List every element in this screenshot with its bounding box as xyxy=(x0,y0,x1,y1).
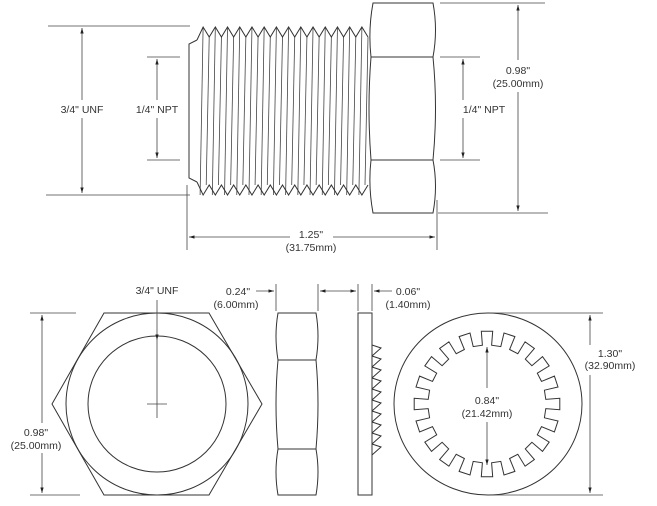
lock-washer-side xyxy=(357,312,382,496)
thread-chamfer xyxy=(188,39,198,183)
thread-crest xyxy=(334,26,338,196)
washer-tooth xyxy=(371,344,382,357)
thread-crest xyxy=(358,26,363,196)
dim-thread-major: 3/4" UNF xyxy=(46,25,190,196)
thread-root xyxy=(218,36,222,186)
dim-length: 1.25" (31.75mm) xyxy=(186,185,438,254)
hex-height-in: 0.98" xyxy=(506,65,530,77)
thread-root xyxy=(291,36,296,186)
dim-washer-thickness: 0.06" (1.40mm) xyxy=(338,284,430,311)
thread-crest xyxy=(199,26,204,196)
hex-nut-front: 3/4" UNF xyxy=(51,285,263,496)
nut-thickness-in: 0.24" xyxy=(226,286,250,298)
port-left-label: 1/4" NPT xyxy=(136,104,179,116)
fitting-threads xyxy=(188,25,369,197)
thread-root xyxy=(352,36,357,186)
thread-root xyxy=(266,36,271,186)
thread-root xyxy=(230,36,235,186)
fitting-hex-body xyxy=(368,2,436,214)
washer-tooth xyxy=(371,388,382,401)
hex-height-mm: (25.00mm) xyxy=(493,78,544,90)
thread-crest xyxy=(285,26,290,196)
thread-root xyxy=(205,36,210,186)
thread-root xyxy=(364,36,369,186)
thread-root xyxy=(242,36,247,186)
washer-thickness-mm: (1.40mm) xyxy=(386,299,431,311)
thread-root xyxy=(303,36,308,186)
washer-outer-in: 1.30" xyxy=(598,348,622,360)
washer-tooth xyxy=(371,355,382,368)
thread-top-edge xyxy=(196,25,369,41)
thread-root xyxy=(315,36,320,186)
washer-inner-mm: (21.42mm) xyxy=(462,408,513,420)
thread-crest xyxy=(321,26,326,196)
thread-root xyxy=(254,36,259,186)
thread-crest xyxy=(260,26,265,196)
dim-nut-thickness: 0.24" (6.00mm) xyxy=(214,284,338,311)
length-in: 1.25" xyxy=(299,229,323,241)
thread-bottom-edge xyxy=(196,181,369,197)
thread-crest xyxy=(272,26,277,196)
dim-port-right: 1/4" NPT xyxy=(440,56,506,161)
washer-thickness-in: 0.06" xyxy=(396,286,420,298)
thread-root xyxy=(327,36,332,186)
nut-thread-label: 3/4" UNF xyxy=(136,285,179,297)
thread-major-label: 3/4" UNF xyxy=(61,104,104,116)
dim-washer-outer: 1.30" (32.90mm) xyxy=(490,312,636,496)
washer-tooth xyxy=(371,366,382,379)
washer-tooth xyxy=(371,421,382,434)
thread-crest xyxy=(346,26,351,196)
nut-height-in: 0.98" xyxy=(24,427,48,439)
dim-hex-height: 0.98" (25.00mm) xyxy=(438,2,548,214)
thread-crest xyxy=(224,26,228,196)
length-mm: (31.75mm) xyxy=(286,242,337,254)
thread-crest xyxy=(297,26,302,196)
nut-thickness-mm: (6.00mm) xyxy=(214,299,259,311)
washer-inner-in: 0.84" xyxy=(475,395,499,407)
thread-root xyxy=(279,36,283,186)
dim-port-left: 1/4" NPT xyxy=(136,56,180,161)
dim-nut-height: 0.98" (25.00mm) xyxy=(11,312,80,496)
hex-nut-side xyxy=(275,312,319,496)
thread-crest xyxy=(236,26,241,196)
washer-tooth xyxy=(371,432,382,445)
washer-tooth xyxy=(371,377,382,390)
port-right-label: 1/4" NPT xyxy=(463,104,506,116)
washer-tooth xyxy=(371,443,382,456)
thread-crest xyxy=(211,26,216,196)
thread-crest xyxy=(248,26,253,196)
nut-height-mm: (25.00mm) xyxy=(11,440,62,452)
washer-tooth xyxy=(371,410,382,423)
washer-outer-mm: (32.90mm) xyxy=(585,360,636,372)
washer-tooth xyxy=(371,399,382,412)
lock-washer-front: 0.84" (21.42mm) xyxy=(393,312,583,496)
thread-crest xyxy=(309,26,314,196)
thread-root xyxy=(340,36,344,186)
